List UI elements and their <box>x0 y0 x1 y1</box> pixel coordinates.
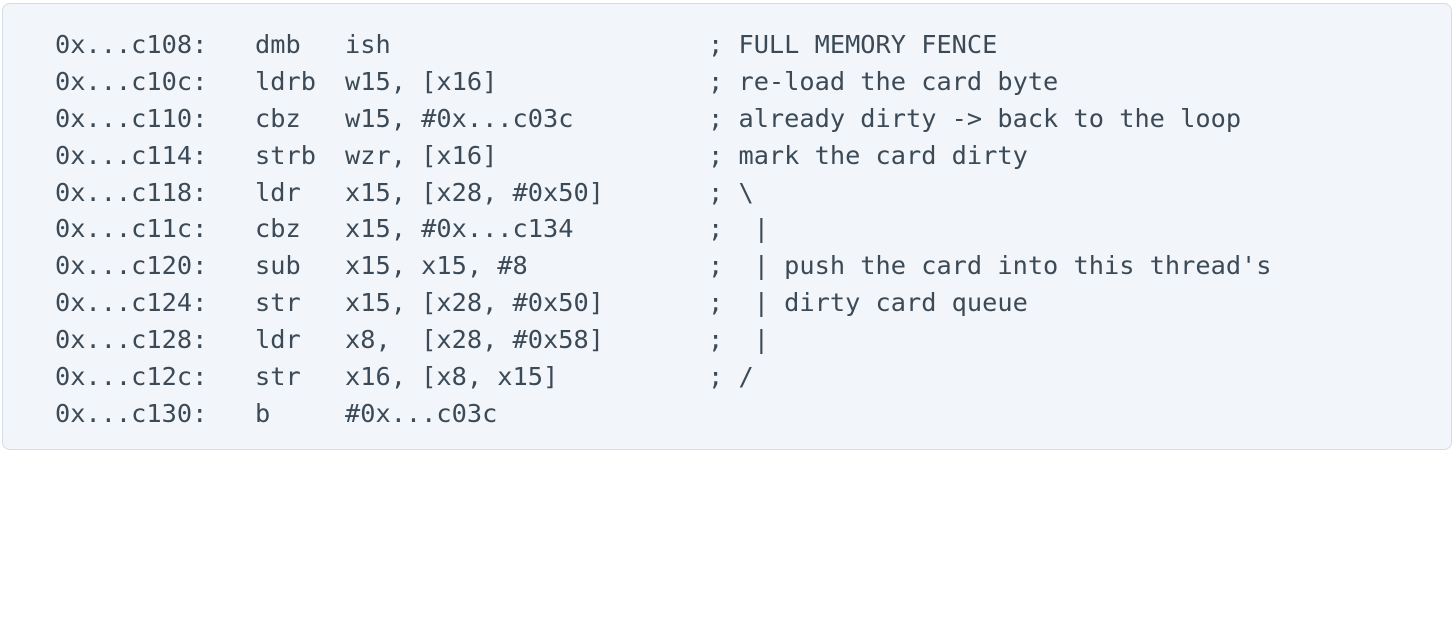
instruction-comment: ; re-load the card byte <box>708 66 1059 96</box>
instruction-address: 0x...c114: <box>55 140 208 170</box>
instruction-mnemonic: str <box>255 288 301 318</box>
instruction-operands: w15, [x16] <box>345 66 498 96</box>
instruction-mnemonic: str <box>255 362 301 392</box>
instruction-address: 0x...c130: <box>55 398 208 428</box>
instruction-comment: ; already dirty -> back to the loop <box>708 103 1242 133</box>
code-line: 0x...c118: ldr x15, [x28, #0x50] ; \ <box>55 175 754 212</box>
instruction-mnemonic: ldr <box>255 177 301 207</box>
instruction-mnemonic: ldrb <box>255 66 316 96</box>
instruction-mnemonic: cbz <box>255 103 301 133</box>
instruction-operands: w15, #0x...c03c <box>345 103 574 133</box>
code-line: 0x...c124: str x15, [x28, #0x50] ; | dir… <box>55 285 1028 322</box>
instruction-operands: x15, [x28, #0x50] <box>345 288 604 318</box>
code-line: 0x...c120: sub x15, x15, #8 ; | push the… <box>55 248 1272 285</box>
code-lines: 0x...c108: dmb ish ; FULL MEMORY FENCE 0… <box>55 27 1272 433</box>
instruction-mnemonic: cbz <box>255 214 301 244</box>
instruction-mnemonic: strb <box>255 140 316 170</box>
instruction-mnemonic: dmb <box>255 30 301 59</box>
code-line: 0x...c128: ldr x8, [x28, #0x58] ; | <box>55 322 769 359</box>
instruction-operands: wzr, [x16] <box>345 140 498 170</box>
instruction-comment: ; mark the card dirty <box>708 140 1028 170</box>
instruction-address: 0x...c110: <box>55 103 208 133</box>
code-line: 0x...c12c: str x16, [x8, x15] ; / <box>55 359 754 396</box>
code-line: 0x...c130: b #0x...c03c <box>55 396 497 433</box>
instruction-operands: x8, [x28, #0x58] <box>345 325 604 355</box>
instruction-operands: x16, [x8, x15] <box>345 362 559 392</box>
instruction-address: 0x...c12c: <box>55 362 208 392</box>
instruction-address: 0x...c11c: <box>55 214 208 244</box>
instruction-comment: ; | <box>708 325 769 355</box>
instruction-mnemonic: sub <box>255 251 301 281</box>
instruction-comment: ; FULL MEMORY FENCE <box>708 30 998 59</box>
instruction-address: 0x...c128: <box>55 325 208 355</box>
instruction-comment: ; | <box>708 214 769 244</box>
instruction-comment: ; \ <box>708 177 754 207</box>
code-line: 0x...c114: strb wzr, [x16] ; mark the ca… <box>55 138 1028 175</box>
instruction-address: 0x...c120: <box>55 251 208 281</box>
instruction-operands: x15, #0x...c134 <box>345 214 574 244</box>
instruction-operands: #0x...c03c <box>345 398 498 428</box>
instruction-comment: ; / <box>708 362 754 392</box>
code-line: 0x...c108: dmb ish ; FULL MEMORY FENCE <box>55 27 997 64</box>
code-line: 0x...c11c: cbz x15, #0x...c134 ; | <box>55 211 769 248</box>
instruction-mnemonic: ldr <box>255 325 301 355</box>
code-line: 0x...c110: cbz w15, #0x...c03c ; already… <box>55 101 1241 138</box>
instruction-address: 0x...c118: <box>55 177 208 207</box>
instruction-operands: x15, [x28, #0x50] <box>345 177 604 207</box>
instruction-mnemonic: b <box>255 398 271 428</box>
instruction-address: 0x...c108: <box>55 30 208 59</box>
code-line: 0x...c10c: ldrb w15, [x16] ; re-load the… <box>55 64 1058 101</box>
instruction-address: 0x...c124: <box>55 288 208 318</box>
instruction-comment: ; | push the card into this thread's <box>708 251 1272 281</box>
code-block: 0x...c108: dmb ish ; FULL MEMORY FENCE 0… <box>2 3 1452 450</box>
instruction-comment: ; | dirty card queue <box>708 288 1028 318</box>
instruction-address: 0x...c10c: <box>55 66 208 96</box>
instruction-operands: ish <box>345 30 391 59</box>
instruction-operands: x15, x15, #8 <box>345 251 528 281</box>
